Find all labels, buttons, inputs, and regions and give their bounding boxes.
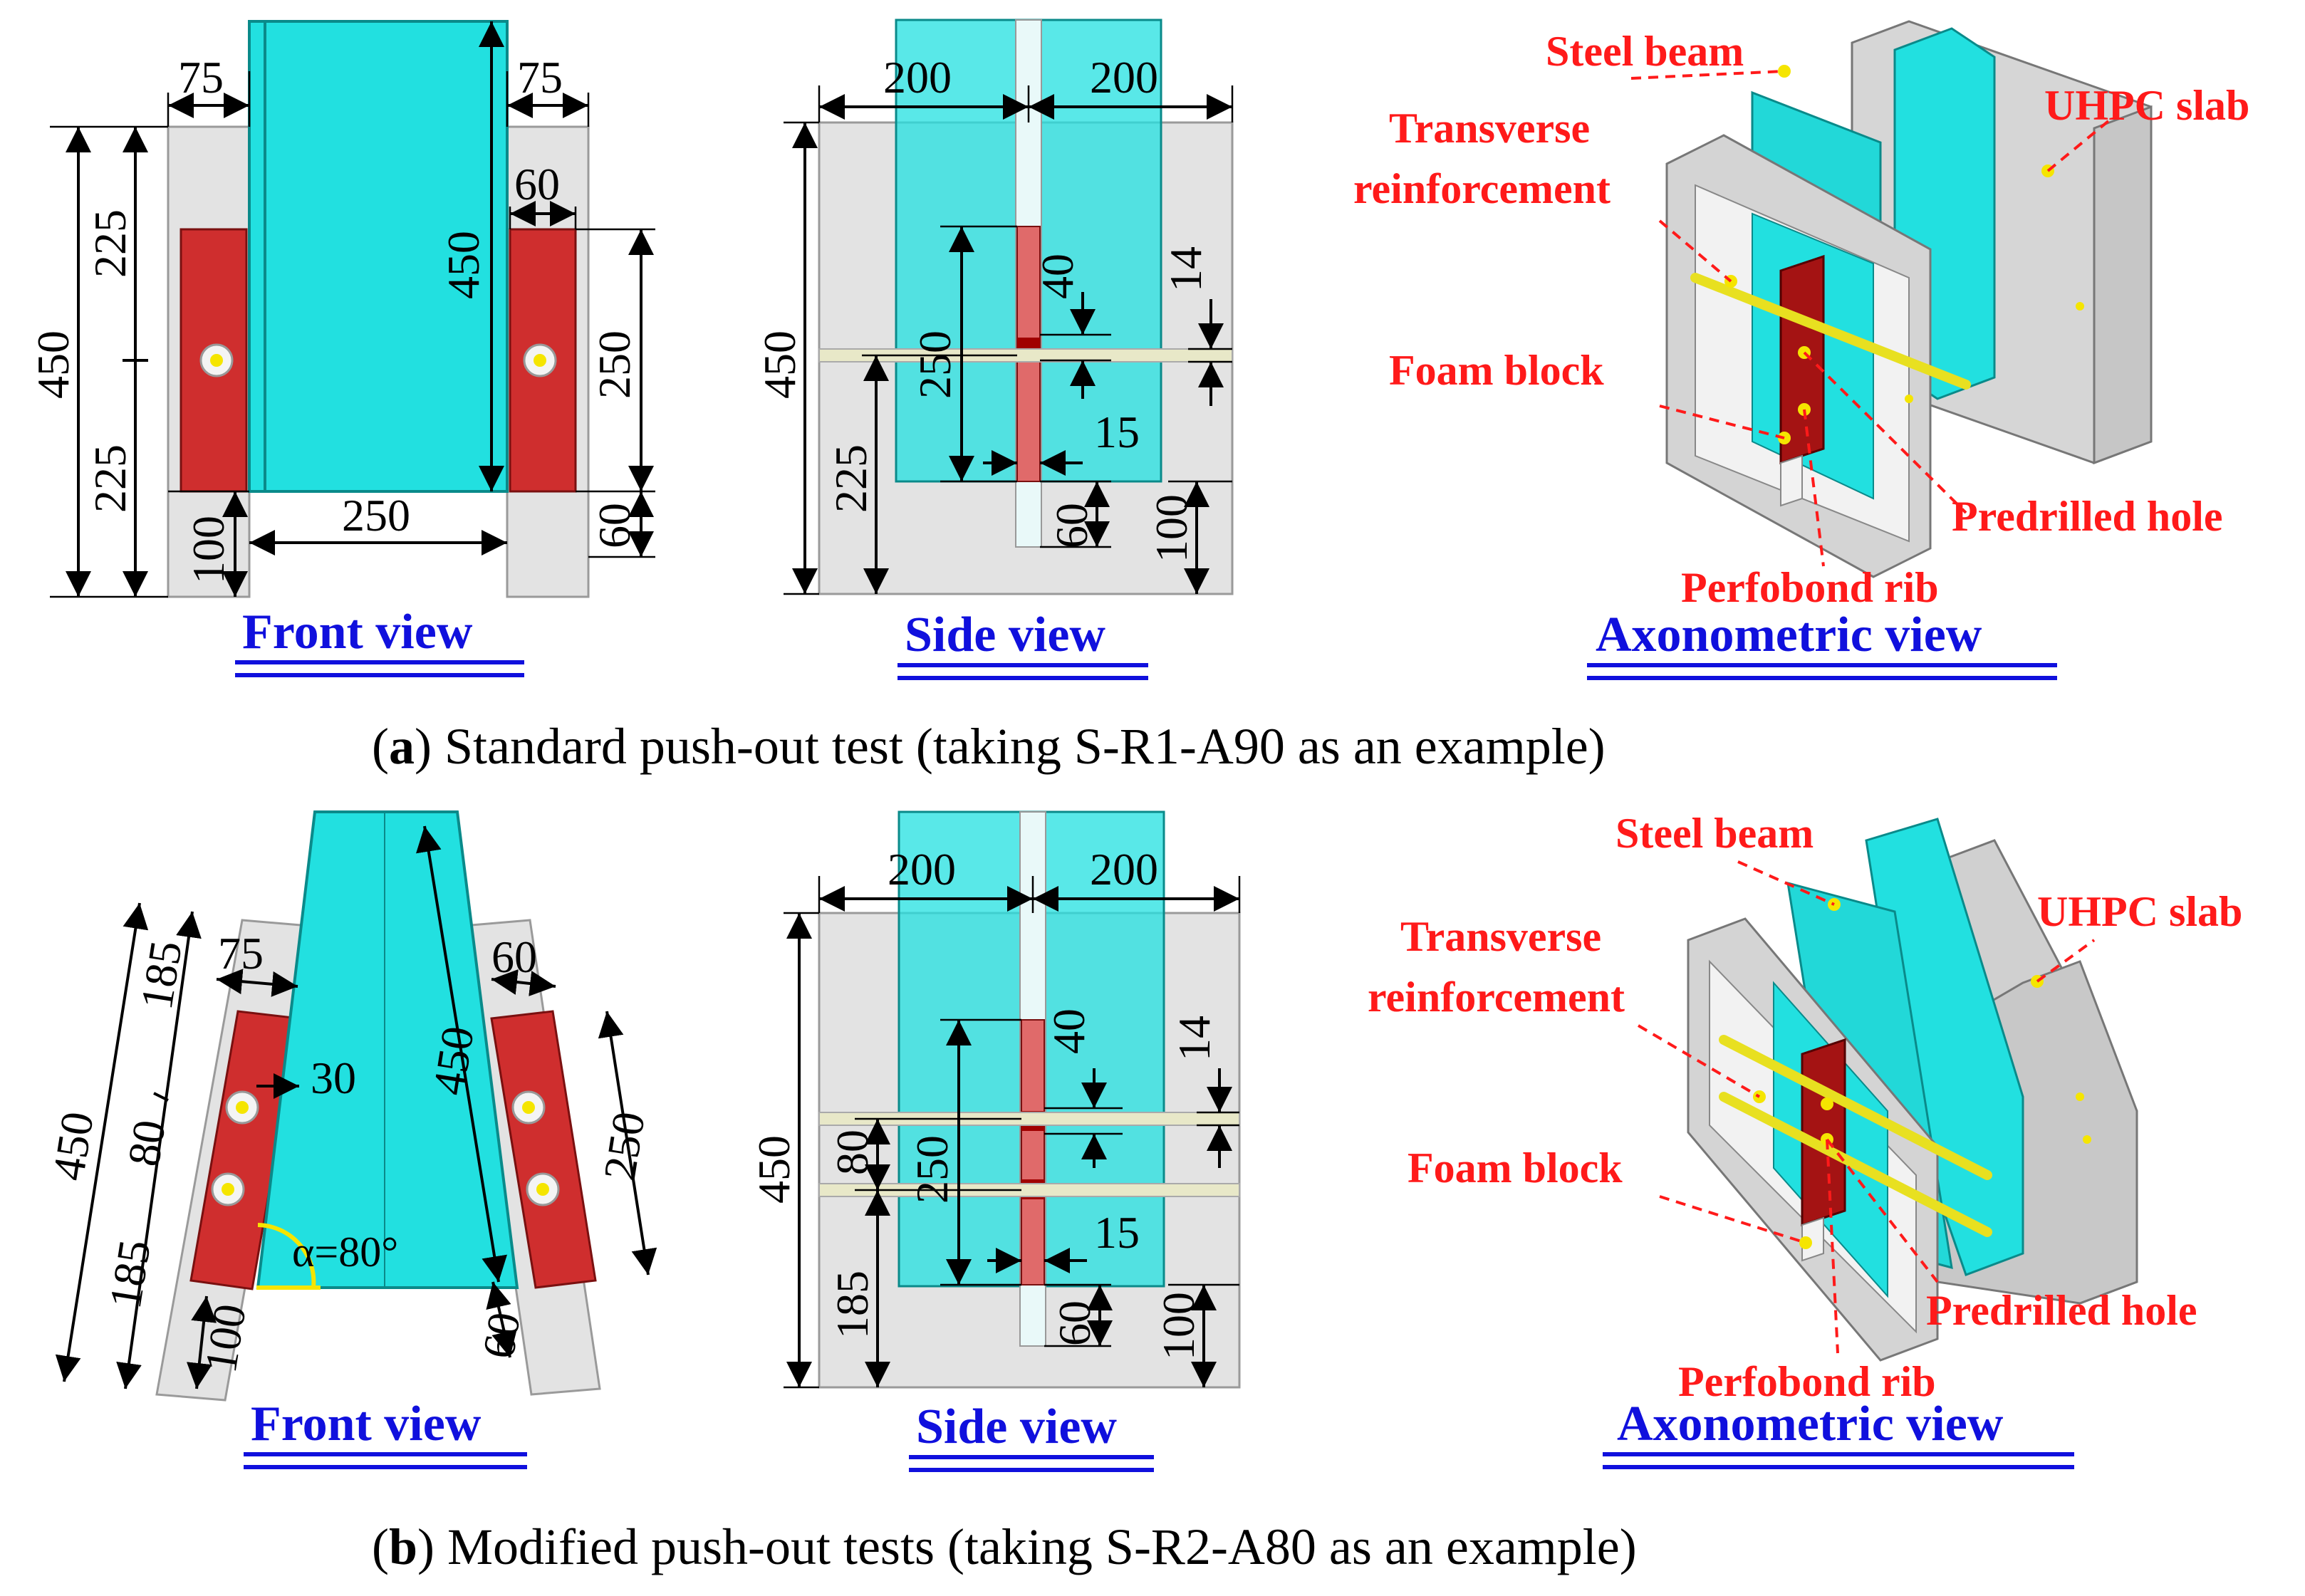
panel-a-side-view: 200 200 450 250 40 14 15 225 60 100 Side…	[754, 19, 1234, 680]
foam-block	[1801, 1216, 1824, 1262]
dim-beam-height: 450	[423, 1023, 484, 1098]
panel-a-axonometric-view: Steel beam UHPC slab Transverse reinforc…	[1353, 20, 2249, 680]
steel-beam	[248, 20, 509, 493]
view-label-axonometric: Axonometric view	[1617, 1397, 2004, 1451]
caption-b-open: (	[372, 1518, 389, 1575]
caption-b: (b) Modified push-out tests (taking S-R2…	[372, 1518, 1637, 1575]
panel-b-axonometric-view: Steel beam UHPC slab Transverse reinforc…	[1368, 810, 2242, 1469]
label-perfobond-rib: Perfobond rib	[1681, 564, 1939, 611]
dim-upper-half: 225	[85, 209, 135, 278]
transverse-rebar-band	[818, 348, 1233, 363]
dim-beam-width: 250	[342, 490, 410, 541]
caption-b-letter: b	[389, 1518, 417, 1575]
perfobond-rib	[1779, 254, 1825, 465]
dim-bottom-gap: 100	[195, 1300, 256, 1376]
dim-rib-height: 250	[594, 1108, 655, 1184]
dim-rib-bottom: 60	[1046, 503, 1097, 548]
dim-rib-height: 250	[910, 330, 960, 399]
dim-upper: 185	[131, 937, 192, 1013]
perfobond-rib	[1021, 1019, 1045, 1285]
dim-bottom-gap: 100	[183, 516, 234, 584]
foam-block	[1780, 454, 1803, 507]
view-label-axonometric: Axonometric view	[1596, 607, 1982, 662]
label-perfobond-rib: Perfobond rib	[1678, 1358, 1936, 1405]
transverse-rebar-band-2	[818, 1183, 1240, 1197]
perfobond-rib	[1801, 1038, 1846, 1227]
label-foam-block: Foam block	[1408, 1144, 1623, 1191]
dim-angle: α=80°	[292, 1229, 398, 1276]
dim-rib-height: 250	[907, 1135, 957, 1204]
label-predrilled-hole: Predrilled hole	[1952, 493, 2223, 540]
label-transverse-1: Transverse	[1389, 105, 1590, 152]
dim-rebar-dia: 14	[1160, 246, 1211, 292]
label-steel-beam: Steel beam	[1615, 810, 1814, 857]
dim-flange-left: 75	[178, 52, 224, 103]
label-steel-beam: Steel beam	[1546, 28, 1744, 75]
caption-a-text: ) Standard push-out test (taking S-R1-A9…	[415, 718, 1606, 775]
dim-rib-bottom: 60	[473, 1309, 530, 1362]
transverse-rebar-band-1	[818, 1112, 1240, 1126]
caption-a-letter: a	[389, 718, 415, 775]
dim-hole-spacing: 40	[1032, 254, 1083, 299]
transverse-rebar	[1690, 273, 1971, 390]
dim-rib-bottom: 60	[1049, 1300, 1100, 1346]
view-label-side: Side view	[916, 1399, 1117, 1454]
hole-center-icon	[534, 354, 546, 367]
caption-b-text: ) Modified push-out tests (taking S-R2-A…	[417, 1518, 1637, 1575]
caption-a: (a) Standard push-out test (taking S-R1-…	[372, 718, 1606, 775]
dim-height-total: 450	[754, 330, 805, 399]
label-uhpc-slab: UHPC slab	[2037, 888, 2242, 935]
view-label-side: Side view	[905, 607, 1105, 662]
dim-flange: 75	[218, 928, 264, 979]
perfobond-rib-right	[490, 1010, 597, 1289]
dim-offset: 30	[311, 1053, 356, 1103]
hole-center-icon	[210, 354, 223, 367]
dim-lower: 185	[827, 1271, 878, 1339]
panel-b-front-view: 185 450 80 185 75 30 450 60 250 100 60 α…	[43, 810, 657, 1469]
dim-height-total: 450	[43, 1108, 103, 1184]
dim-rebar-dia: 14	[1169, 1016, 1219, 1061]
dim-lower: 185	[100, 1236, 160, 1312]
transverse-rebar-2	[1719, 1092, 1992, 1237]
label-uhpc-slab: UHPC slab	[2044, 82, 2249, 129]
label-predrilled-hole: Predrilled hole	[1926, 1287, 2197, 1334]
dim-height-total: 450	[28, 330, 78, 399]
dim-rib-thick: 15	[1094, 1207, 1140, 1258]
dim-rib-height: 250	[589, 330, 640, 399]
label-transverse-2: reinforcement	[1353, 165, 1611, 212]
dim-rib-bottom: 60	[589, 503, 640, 548]
label-foam-block: Foam block	[1389, 347, 1604, 394]
panel-a-front-view: 75 75 450 225 225 450 60 250 60 250 100 …	[28, 20, 655, 677]
dim-flange-right: 75	[517, 52, 563, 103]
dim-rib-width: 60	[514, 159, 560, 209]
dim-half-left: 200	[888, 844, 956, 895]
caption-a-open: (	[372, 718, 389, 775]
dim-rib-thick: 15	[1094, 407, 1140, 457]
dim-bottom-gap: 100	[1146, 494, 1197, 563]
dim-hole-height: 225	[826, 444, 876, 513]
dim-half-left: 200	[883, 52, 952, 103]
dim-rib-width: 60	[491, 932, 537, 982]
dim-spacing: 80	[827, 1130, 878, 1175]
transverse-rebar-1	[1719, 1035, 1992, 1180]
panel-b-side-view: 200 200 450 250 80 185 40 14 15 60 100 S…	[749, 810, 1241, 1472]
dim-half-right: 200	[1090, 844, 1158, 895]
label-transverse-1: Transverse	[1400, 913, 1601, 960]
dim-hole-spacing: 40	[1044, 1008, 1094, 1054]
dim-spacing: 80	[118, 1117, 175, 1169]
view-label-front: Front view	[242, 605, 473, 659]
dim-lower-half: 225	[85, 444, 135, 513]
dim-height-total: 450	[749, 1135, 799, 1204]
dim-bottom-gap: 100	[1153, 1292, 1204, 1360]
label-transverse-2: reinforcement	[1368, 974, 1625, 1021]
dim-beam-height: 450	[438, 231, 489, 299]
view-label-front: Front view	[251, 1397, 482, 1451]
dim-half-right: 200	[1090, 52, 1158, 103]
